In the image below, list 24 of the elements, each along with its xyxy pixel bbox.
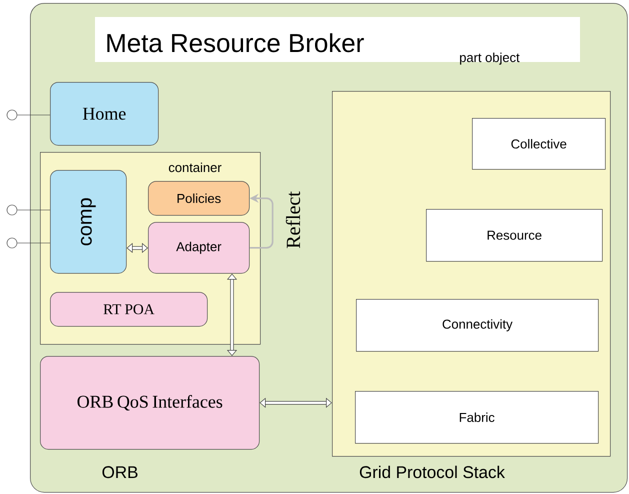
layer-box: Connectivity [356,299,599,352]
arrow [126,242,148,254]
region-label: ORB [102,466,138,478]
adapter-box: Adapter [148,222,250,274]
layer-box: Resource [426,209,603,262]
comp-box: comp [50,170,127,274]
stack-heading: Grid Protocol Stack [360,466,505,478]
title-banner: Meta Resource Broker part object [95,17,580,65]
arrow [260,398,332,408]
poa-box: RT POA [50,292,208,327]
home-box: Home [50,82,159,146]
layer-box: Collective [472,118,606,170]
port-circle [6,204,18,216]
node-label: part object [460,52,520,65]
policies-box: Policies [148,181,250,216]
node-label: Meta Resource Broker [107,33,364,52]
port-circle [6,238,18,248]
arrow [226,274,238,356]
qos-box: ORB QoS Interfaces [40,356,260,450]
layer-box: Fabric [355,391,599,444]
connector-line [17,242,50,244]
connector-line [17,114,50,116]
edge-label: Reflect [286,191,300,248]
port-circle [6,110,18,120]
